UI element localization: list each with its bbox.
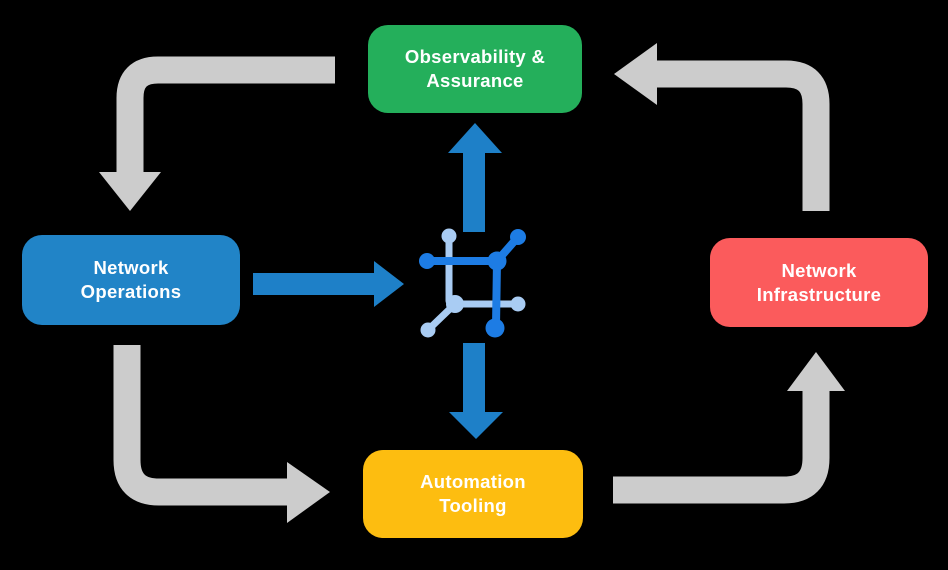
arrow-gray-automation-to-infrastructure bbox=[613, 352, 845, 504]
network-automation-icon bbox=[419, 228, 526, 338]
arrow-blue-operations-to-center bbox=[253, 261, 404, 307]
node-automation-tooling: Automation Tooling bbox=[363, 450, 583, 538]
node-label-line: Network bbox=[781, 259, 857, 281]
node-label-line: Tooling bbox=[439, 495, 507, 516]
node-label-line: Infrastructure bbox=[756, 283, 882, 305]
arrow-gray-infrastructure-to-observability bbox=[614, 43, 830, 211]
arrow-gray-observability-to-operations bbox=[99, 56, 335, 211]
node-label-line: Observability & bbox=[404, 46, 546, 67]
node-label-line: Network bbox=[93, 257, 169, 278]
arrow-blue-center-to-automation bbox=[449, 343, 503, 439]
node-label-line: Assurance bbox=[426, 70, 524, 91]
node-network-infrastructure: Network Infrastructure bbox=[710, 238, 928, 327]
node-network-operations: Network Operations bbox=[22, 235, 240, 325]
node-label-line: Operations bbox=[80, 281, 182, 302]
node-observability-assurance: Observability & Assurance bbox=[368, 25, 582, 113]
arrow-gray-operations-to-automation bbox=[113, 345, 330, 523]
node-label-line: Automation bbox=[420, 471, 526, 492]
arrow-blue-center-to-observability bbox=[448, 123, 502, 232]
